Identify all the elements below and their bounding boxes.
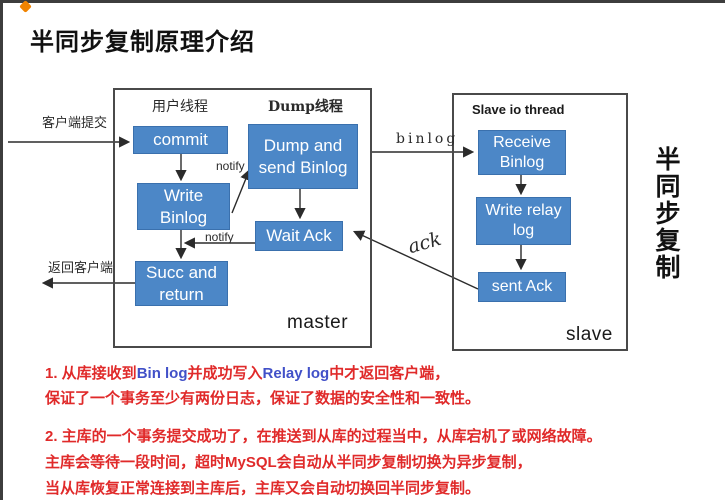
window-left-edge (0, 0, 3, 500)
user-thread-label: 用户线程 (152, 99, 208, 115)
node-sent-ack: sent Ack (478, 272, 566, 302)
binlog-edge-label: binlog (396, 131, 459, 147)
node-receive-binlog: Receive Binlog (478, 130, 566, 175)
node-write-binlog: Write Binlog (137, 183, 230, 230)
window-top-edge (0, 0, 725, 3)
note1-term-binlog: Bin log (136, 365, 188, 382)
page-title: 半同步复制原理介绍 (30, 29, 255, 56)
dump-thread-label: Dump线程 (268, 99, 343, 115)
return-client-label: 返回客户端 (48, 261, 114, 276)
node-write-relay-log: Write relay log (476, 197, 571, 245)
note1-text: 1. 从库接收到 (45, 365, 137, 382)
notify-top-label: notify (216, 159, 245, 173)
note-item-1: 1. 从库接收到Bin log并成功写入Relay log中才返回客户端， 保证… (45, 361, 695, 411)
client-submit-label: 客户端提交 (42, 116, 108, 131)
note1-text2: 并成功写入 (187, 365, 263, 382)
notify-bottom-label: notify (205, 230, 234, 244)
note1-term-relaylog: Relay log (262, 365, 330, 382)
semi-sync-side-caption: 半同步复制 (652, 146, 681, 281)
note-item-2: 2. 主库的一个事务提交成功了，在推送到从库的过程当中，从库宕机了或网络故障。 … (45, 424, 695, 500)
node-wait-ack: Wait Ack (255, 221, 343, 251)
node-commit: commit (133, 126, 228, 154)
master-caption: master (287, 312, 349, 333)
node-dump-and-send-binlog: Dump and send Binlog (248, 124, 358, 189)
slave-io-thread-label: Slave io thread (472, 102, 565, 117)
node-succ-and-return: Succ and return (135, 261, 228, 306)
note2-line2: 主库会等待一段时间，超时MySQL会自动从半同步复制切换为异步复制， (45, 454, 532, 471)
note2-line3: 当从库恢复正常连接到主库后，主库又会自动切换回半同步复制。 (45, 480, 481, 497)
note2-line1: 2. 主库的一个事务提交成功了，在推送到从库的过程当中，从库宕机了或网络故障。 (45, 428, 602, 445)
ack-edge-label: ack (405, 227, 444, 259)
note1-line2: 保证了一个事务至少有两份日志，保证了数据的安全性和一致性。 (45, 390, 481, 407)
note1-text3: 中才返回客户端， (329, 365, 450, 382)
slave-container (452, 93, 628, 351)
notes-block: 1. 从库接收到Bin log并成功写入Relay log中才返回客户端， 保证… (45, 361, 695, 500)
master-container (113, 88, 372, 348)
slave-caption: slave (566, 324, 613, 345)
